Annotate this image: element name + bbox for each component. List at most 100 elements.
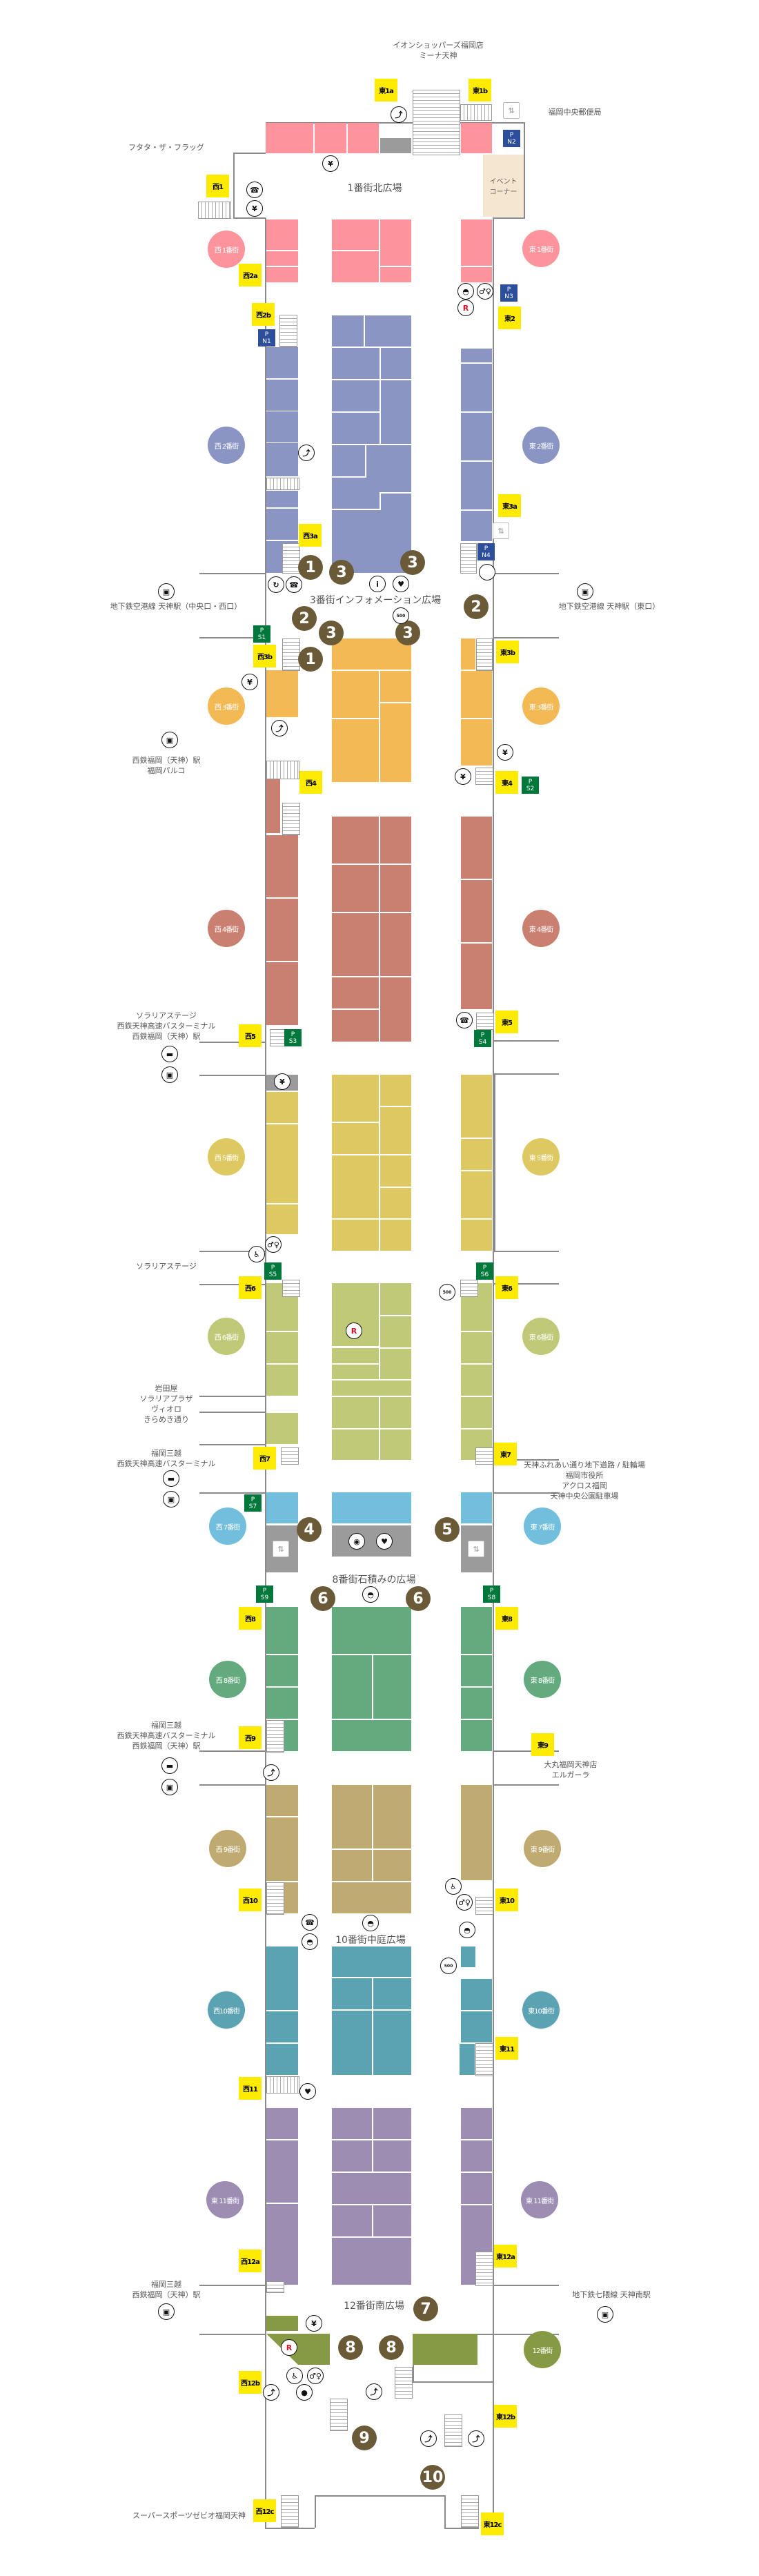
shop-block-d6[interactable]	[332, 1430, 379, 1460]
shop-block-d5[interactable]	[380, 1220, 411, 1251]
yen-icon[interactable]: ¥	[246, 200, 263, 217]
escalator-icon[interactable]: ⤴	[263, 1764, 279, 1781]
shop-block-d10[interactable]	[460, 2044, 475, 2075]
shop-block-d5[interactable]	[332, 1220, 379, 1251]
shop-block-d6[interactable]	[461, 1365, 492, 1396]
landmark-label[interactable]: ソラリアステージ	[136, 1262, 197, 1271]
shop-block-d1[interactable]	[266, 267, 298, 282]
baby-icon[interactable]: ●	[296, 2384, 313, 2401]
exit-sign[interactable]: 西3b	[253, 645, 276, 667]
shop-block-d6[interactable]	[266, 1365, 298, 1396]
shop-block-d8[interactable]	[332, 1655, 372, 1719]
shop-block-d1[interactable]	[332, 219, 379, 250]
yen-icon[interactable]: ¥	[274, 1073, 290, 1090]
aed-icon[interactable]: ♥	[393, 576, 409, 592]
phone-icon[interactable]: ☎	[302, 1914, 318, 1931]
shop-block-d2[interactable]	[332, 315, 364, 347]
number-marker[interactable]: 5	[435, 1517, 460, 1542]
exit-sign[interactable]: 東3a	[498, 494, 521, 517]
shop-block-d4[interactable]	[461, 817, 492, 879]
shop-block-grey[interactable]	[332, 1525, 411, 1557]
landmark-label[interactable]: 大丸福岡天神店 エルガーラ	[544, 1760, 598, 1779]
exit-sign[interactable]: 西5	[239, 1024, 262, 1047]
toilet-icon[interactable]: ♂♀	[307, 2368, 324, 2384]
shop-block-d1[interactable]	[461, 123, 492, 153]
shop-block-d6[interactable]	[266, 1332, 298, 1363]
shop-block-d1[interactable]	[380, 267, 411, 282]
shop-block-d11[interactable]	[373, 2108, 411, 2139]
nursing-icon[interactable]: ◓	[457, 283, 474, 300]
shop-block-d8[interactable]	[332, 1720, 411, 1751]
shop-block-d2[interactable]	[266, 347, 298, 378]
shop-block-d5[interactable]	[380, 1107, 411, 1154]
landmark-label[interactable]: イオンショッパーズ福岡店 ミーナ天神	[393, 41, 484, 60]
exit-sign[interactable]: 西12c	[253, 2499, 276, 2522]
shop-block-d6[interactable]	[380, 1349, 411, 1379]
landmark-label[interactable]: 地下鉄空港線 天神駅（中央口・西口）	[110, 602, 242, 611]
shop-block-d10[interactable]	[373, 1978, 411, 2009]
shop-block-d1[interactable]	[266, 251, 298, 266]
exit-sign[interactable]: 東1a	[375, 79, 397, 101]
nursing-icon[interactable]: ◓	[302, 1933, 318, 1950]
train-icon[interactable]: ▣	[163, 1491, 179, 1507]
shop-block-d1[interactable]	[266, 123, 313, 153]
number-marker[interactable]: 3	[400, 550, 425, 575]
exit-sign[interactable]: 西3a	[299, 524, 322, 547]
number-marker[interactable]: 2	[292, 606, 317, 631]
shop-block-d9[interactable]	[266, 1817, 298, 1881]
exit-sign[interactable]: 東11	[495, 2037, 518, 2060]
shop-block-d11[interactable]	[373, 2205, 411, 2236]
shop-block-d4[interactable]	[380, 977, 411, 1042]
shop-block-d2[interactable]	[266, 491, 298, 507]
shop-block-d6[interactable]	[461, 1397, 492, 1428]
shop-block-d4[interactable]	[332, 865, 379, 912]
shop-block-d4[interactable]	[332, 1010, 379, 1042]
yen-icon[interactable]: ¥	[306, 2315, 322, 2332]
exit-sign[interactable]: 東1b	[469, 79, 491, 101]
yen-icon[interactable]: ¥	[322, 155, 339, 172]
escalator-icon[interactable]: ⤴	[271, 720, 288, 736]
shop-block-d1[interactable]	[266, 219, 298, 250]
shop-block-d8[interactable]	[332, 1607, 411, 1654]
shop-block-d7[interactable]	[461, 1492, 492, 1523]
yen-icon[interactable]: ¥	[497, 744, 513, 761]
shop-block-d4[interactable]	[266, 778, 280, 833]
shop-block-d9[interactable]	[332, 1882, 411, 1913]
number-marker[interactable]: 6	[406, 1586, 431, 1611]
shop-block-d8[interactable]	[461, 1607, 492, 1654]
shop-block-d4[interactable]	[266, 962, 298, 1025]
train-icon[interactable]: ▣	[158, 583, 175, 600]
exit-sign[interactable]: 東7	[494, 1443, 517, 1465]
elevator-icon[interactable]: ⇅	[493, 523, 509, 539]
landmark-label[interactable]: 地下鉄空港線 天神駅（東口）	[558, 602, 660, 611]
shop-block-d8[interactable]	[266, 1607, 298, 1654]
wc-icon[interactable]: ♿	[445, 1878, 462, 1895]
shop-block-d12[interactable]	[266, 2334, 330, 2365]
exit-sign[interactable]: 東5	[495, 1011, 518, 1033]
shop-block-d2[interactable]	[381, 380, 411, 444]
shop-block-d6[interactable]	[332, 1365, 379, 1379]
shop-block-d9[interactable]	[461, 1785, 492, 1880]
shop-block-d5[interactable]	[266, 1124, 298, 1203]
landmark-label[interactable]: 福岡三越 西鉄天神高速バスターミナル	[117, 1449, 216, 1468]
shop-block-d4[interactable]	[332, 817, 379, 863]
landmark-label[interactable]: フタタ・ザ・フラッグ	[128, 143, 204, 152]
shop-block-d11[interactable]	[332, 2205, 372, 2236]
exit-sign[interactable]: 東10	[495, 1889, 518, 1911]
elevator-icon[interactable]: ⇅	[503, 102, 520, 119]
shop-block-d9[interactable]	[373, 1850, 411, 1881]
shop-block-d5[interactable]	[266, 1092, 298, 1123]
shop-block-d10[interactable]	[332, 2011, 372, 2075]
nursing-icon[interactable]: ◓	[362, 1915, 379, 1931]
nursing-icon[interactable]: ◓	[459, 1922, 475, 1938]
shop-block-d2[interactable]	[381, 348, 411, 379]
escalator-icon[interactable]: ⤴	[366, 2383, 382, 2400]
edy-icon[interactable]: R	[281, 2339, 297, 2356]
info-icon[interactable]: i	[369, 576, 386, 592]
yen-icon[interactable]: ¥	[241, 674, 258, 690]
escalator-icon[interactable]: ⤴	[298, 445, 315, 461]
shop-block-d4[interactable]	[332, 977, 379, 1008]
